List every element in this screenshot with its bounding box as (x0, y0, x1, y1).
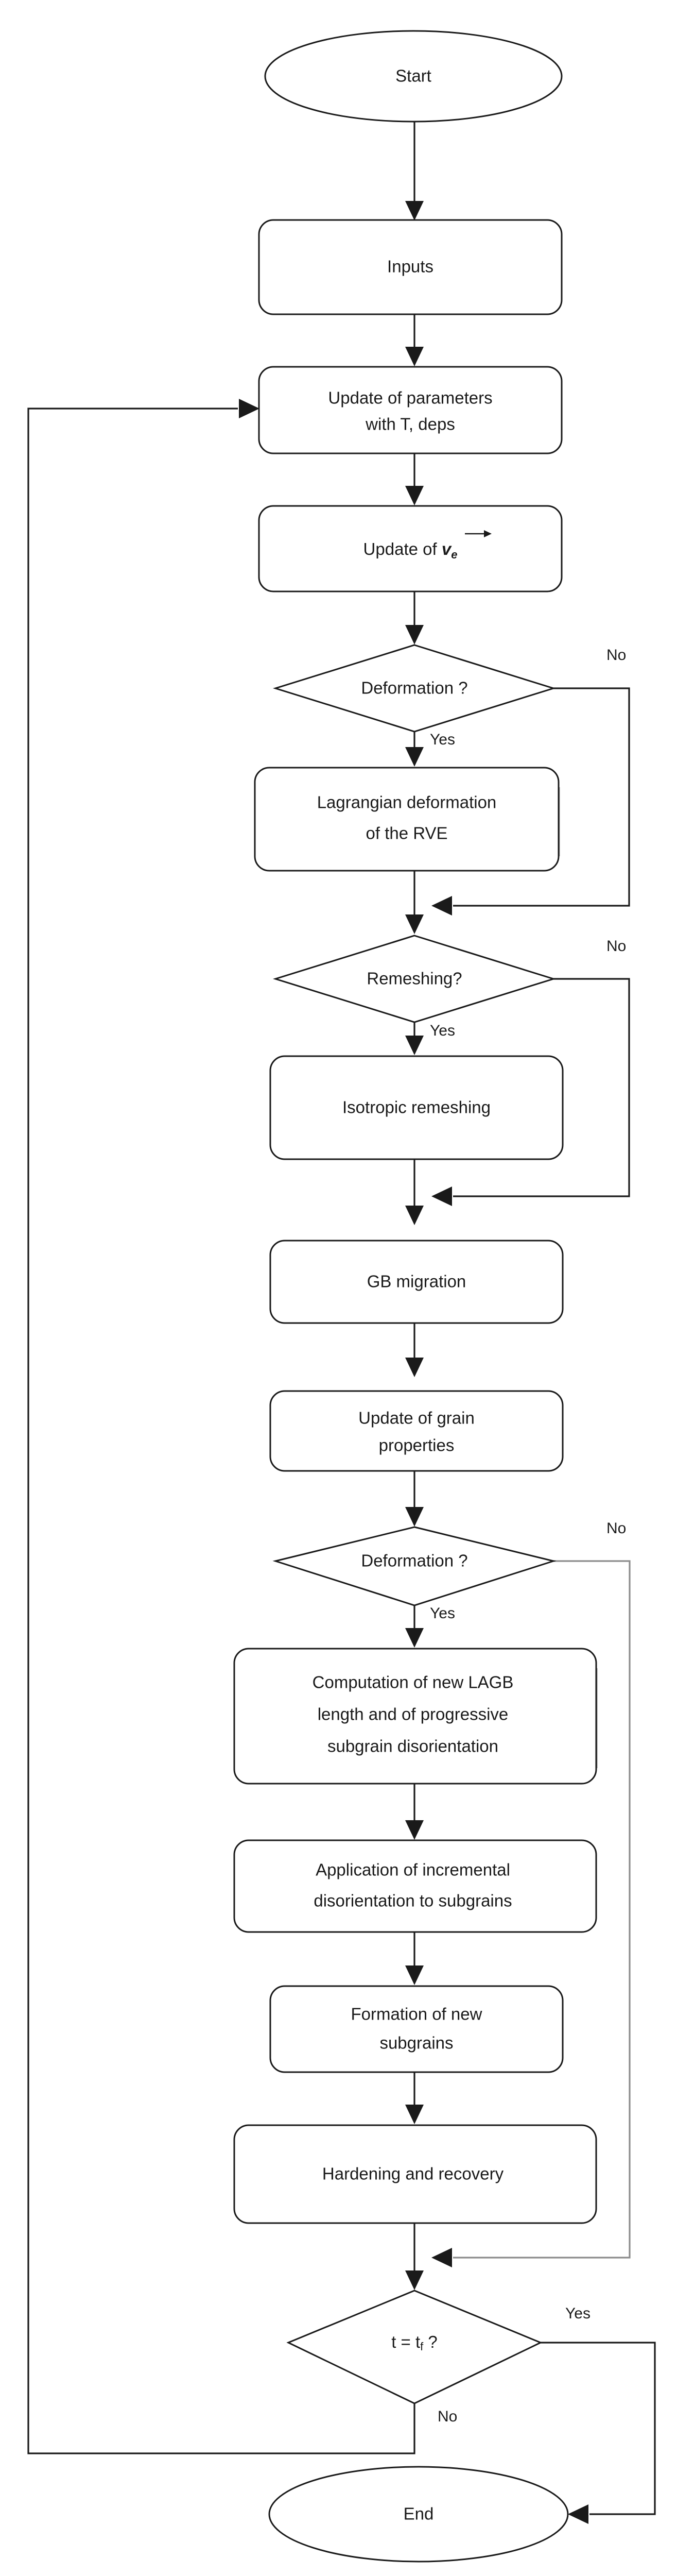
node-formation[interactable]: Formation of new subgrains (269, 1985, 564, 2073)
node-application-line1: Application of incremental (316, 1860, 510, 1879)
node-update-parameters[interactable]: Update of parameters with T, deps (258, 366, 563, 454)
node-lagrangian-line2: of the RVE (366, 824, 448, 843)
connector-timecheck-yes (541, 2342, 656, 2524)
node-update-grain-line1: Update of grain (358, 1409, 475, 1428)
node-end[interactable]: End (268, 2466, 569, 2563)
connector-application-to-formation (405, 1932, 424, 1985)
branch-label-deformation2-no: No (606, 1520, 626, 1537)
node-lagb[interactable]: Computation of new LAGB length and of pr… (233, 1648, 598, 1785)
branch-label-deformation1-no: No (606, 647, 626, 664)
connector-deformation1-no (431, 687, 630, 916)
node-update-grain-line2: properties (379, 1436, 455, 1455)
node-lagrangian-line1: Lagrangian deformation (317, 793, 497, 812)
node-update-ve-symbol: v (442, 539, 452, 558)
node-end-label: End (404, 2504, 434, 2523)
node-time-check-suffix: ? (423, 2332, 438, 2351)
node-lagb-line3: subgrain disorientation (327, 1737, 498, 1756)
connector-update-ve-to-deformation1 (405, 591, 424, 645)
connector-lagb-to-application (405, 1784, 424, 1840)
node-update-ve-prefix: Update of (363, 539, 442, 558)
branch-label-remeshing-no: No (606, 938, 626, 955)
node-update-ve-label: Update of ve (363, 539, 458, 561)
node-update-ve[interactable]: Update of ve (258, 505, 563, 592)
node-lagrangian[interactable]: Lagrangian deformation of the RVE (254, 767, 560, 872)
node-lagb-line2: length and of progressive (318, 1705, 509, 1724)
node-start-label: Start (395, 66, 431, 86)
node-deformation-1[interactable]: Deformation ? (272, 644, 557, 733)
branch-label-timecheck-no: No (438, 2408, 457, 2425)
node-formation-line1: Formation of new (351, 2005, 482, 2024)
node-time-check-prefix: t = t (391, 2332, 420, 2351)
connector-gb-to-update-grain (405, 1323, 424, 1377)
node-hardening-label: Hardening and recovery (322, 2164, 504, 2183)
node-deformation-2-label: Deformation ? (361, 1551, 467, 1570)
node-hardening[interactable]: Hardening and recovery (233, 2124, 597, 2224)
connector-formation-to-hardening (405, 2072, 424, 2124)
node-deformation-1-label: Deformation ? (361, 679, 467, 698)
branch-label-timecheck-yes: Yes (565, 2305, 591, 2322)
node-time-check[interactable]: t = tf ? (286, 2290, 543, 2404)
connector-isotropic-to-gb (405, 1159, 424, 1225)
node-deformation-2[interactable]: Deformation ? (272, 1526, 557, 1606)
connector-update-parameters-to-update-ve (405, 453, 424, 505)
node-remeshing[interactable]: Remeshing? (272, 935, 557, 1023)
node-gb-migration-label: GB migration (367, 1272, 466, 1291)
branch-label-deformation1-yes: Yes (430, 731, 455, 748)
node-time-check-label: t = tf ? (391, 2332, 438, 2353)
node-gb-migration[interactable]: GB migration (269, 1240, 564, 1324)
node-update-ve-subscript: e (451, 548, 457, 561)
branch-label-deformation2-yes: Yes (430, 1605, 455, 1622)
connector-remeshing-no (431, 978, 630, 1206)
connector-update-grain-to-deformation2 (405, 1471, 424, 1527)
node-inputs-label: Inputs (387, 257, 433, 276)
node-formation-line2: subgrains (379, 2033, 453, 2053)
node-start[interactable]: Start (264, 30, 563, 123)
node-isotropic-remeshing-label: Isotropic remeshing (342, 1098, 491, 1117)
connector-hardening-to-timecheck (405, 2223, 424, 2290)
node-update-parameters-line2: with T, deps (365, 415, 455, 434)
branch-label-remeshing-yes: Yes (430, 1022, 455, 1039)
node-isotropic-remeshing[interactable]: Isotropic remeshing (269, 1055, 564, 1160)
connector-lagrangian-to-remeshing (405, 871, 424, 934)
node-application[interactable]: Application of incremental disorientatio… (233, 1839, 597, 1933)
node-lagb-line1: Computation of new LAGB (313, 1673, 514, 1692)
node-inputs[interactable]: Inputs (258, 219, 563, 315)
connector-start-to-inputs (405, 122, 424, 221)
vector-arrow-icon (465, 530, 492, 537)
connector-inputs-to-update-parameters (405, 314, 424, 366)
connector-timecheck-no (27, 399, 415, 2454)
node-application-line2: disorientation to subgrains (314, 1891, 512, 1910)
connector-deformation2-no (431, 1560, 631, 2267)
node-remeshing-label: Remeshing? (367, 969, 462, 988)
node-time-check-subscript: f (420, 2340, 424, 2353)
node-update-parameters-line1: Update of parameters (328, 388, 492, 408)
node-update-grain[interactable]: Update of grain properties (269, 1390, 564, 1472)
